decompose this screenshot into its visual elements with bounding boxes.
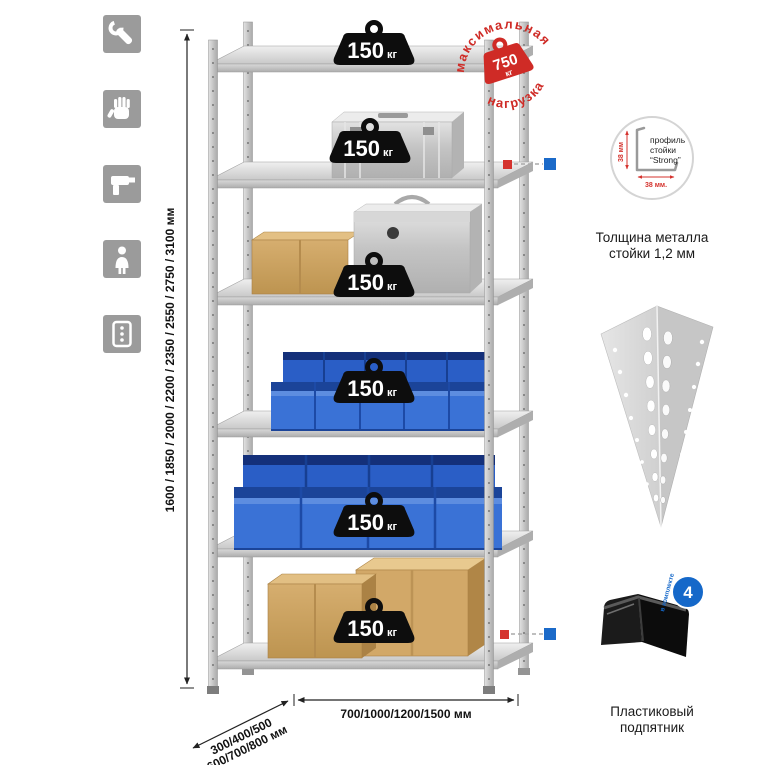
depth-dimension: 300/400/500 600/700/800 мм bbox=[192, 700, 290, 765]
load-badge: 150 кг bbox=[333, 598, 415, 643]
shelf-contents bbox=[234, 111, 502, 659]
profile-label-line1: профиль bbox=[650, 135, 686, 145]
load-badge-unit: кг bbox=[387, 281, 398, 293]
load-badge-value: 150 bbox=[347, 38, 384, 63]
load-badge: 150 кг bbox=[333, 252, 415, 297]
load-badge-unit: кг bbox=[387, 387, 398, 399]
load-badge: 150 кг bbox=[329, 118, 411, 163]
callout-marker-red-bottom bbox=[500, 630, 509, 639]
callout-markers bbox=[500, 158, 556, 640]
load-badge-value: 150 bbox=[347, 510, 384, 535]
load-badge-value: 150 bbox=[347, 376, 384, 401]
width-dimension: 700/1000/1200/1500 мм bbox=[293, 694, 519, 721]
load-badge-unit: кг bbox=[383, 147, 394, 159]
included-badge-value: 4 bbox=[683, 583, 693, 602]
feature-icon-list bbox=[103, 15, 141, 353]
height-dimension: 1600 / 1850 / 2000 / 2200 / 2350 / 2550 … bbox=[163, 29, 194, 689]
foot-caption-line1: Пластиковый bbox=[610, 704, 694, 719]
profile-horizontal-dim: 38 мм. bbox=[645, 182, 667, 189]
glove-icon bbox=[103, 90, 141, 128]
load-badge-unit: кг bbox=[387, 521, 398, 533]
load-badge-value: 150 bbox=[347, 616, 384, 641]
load-badge-unit: кг bbox=[387, 627, 398, 639]
upright-profile-image bbox=[600, 305, 714, 528]
profile-cross-section bbox=[635, 126, 679, 172]
profile-vertical-dim: 38 мм bbox=[618, 142, 625, 162]
wrench-icon bbox=[103, 15, 141, 53]
width-dimension-label: 700/1000/1200/1500 мм bbox=[340, 707, 471, 721]
load-badge-value: 150 bbox=[343, 136, 380, 161]
load-badge-unit: кг bbox=[387, 49, 398, 61]
height-dimension-label: 1600 / 1850 / 2000 / 2200 / 2350 / 2550 … bbox=[163, 208, 177, 513]
load-badge: 150 кг bbox=[333, 492, 415, 537]
profile-callout: 38 мм 38 мм. профиль стойки “Strong” bbox=[610, 116, 694, 200]
person-icon bbox=[103, 240, 141, 278]
callout-marker-red-top bbox=[503, 160, 512, 169]
foot-caption-line2: подпятник bbox=[620, 720, 684, 735]
load-badges: 150 кг 150 кг 150 кг 150 кг bbox=[329, 20, 415, 643]
upright-slot-holes-left bbox=[642, 326, 659, 503]
stamp-value: 750 bbox=[491, 51, 520, 75]
callout-marker-blue-bottom bbox=[544, 628, 556, 640]
profile-label-line2: стойки bbox=[650, 145, 676, 155]
stamp-weight-icon: 750 кг bbox=[483, 37, 534, 85]
upright-round-holes bbox=[612, 339, 705, 486]
rack-back-posts bbox=[242, 21, 530, 675]
rack-front-posts bbox=[207, 39, 495, 694]
callout-marker-blue-top bbox=[544, 158, 556, 170]
profile-label-line3: “Strong” bbox=[650, 155, 681, 165]
upright-slot-holes-right bbox=[659, 330, 673, 504]
drill-icon bbox=[103, 165, 141, 203]
plastic-foot-image bbox=[601, 594, 689, 657]
profile-caption-line2: стойки 1,2 мм bbox=[609, 246, 695, 261]
profile-caption-line1: Толщина металла bbox=[596, 230, 709, 245]
max-load-stamp: максимальная нагрузка 750 кг bbox=[440, 2, 556, 118]
dimensions-icon bbox=[103, 315, 141, 353]
stamp-unit: кг bbox=[504, 67, 514, 78]
load-badge: 150 кг bbox=[333, 20, 415, 65]
load-badge: 150 кг bbox=[333, 358, 415, 403]
included-badge: 4 в комплекте bbox=[659, 572, 705, 613]
shelving-rack: 150 кг 150 кг 150 кг 150 кг bbox=[207, 20, 534, 694]
load-badge-value: 150 bbox=[347, 270, 384, 295]
